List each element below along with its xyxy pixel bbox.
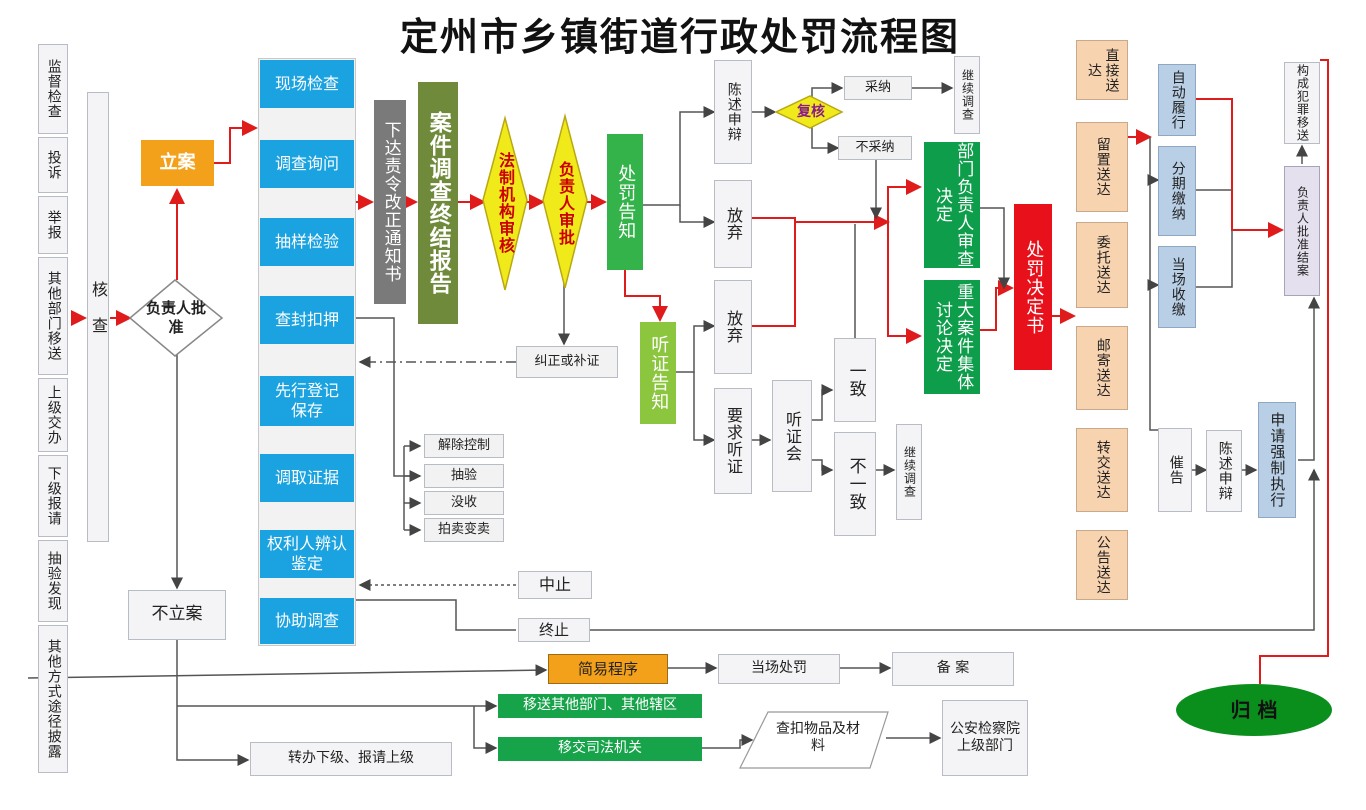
head-review-diamond <box>542 113 588 289</box>
seizure-release: 解除控制 <box>424 434 504 458</box>
seizure-confiscate: 没收 <box>424 491 504 515</box>
enforce-box: 申请强制执行 <box>1258 402 1296 518</box>
case-report-box: 案件调查终结报告 <box>418 82 458 324</box>
statement2-box: 陈述申辩 <box>1206 430 1242 512</box>
agree-box: 一致 <box>834 338 876 422</box>
recheck-diamond <box>774 95 844 129</box>
inv-seizure: 查封扣押 <box>260 296 354 344</box>
major-case-box: 重大案件集体讨论决定 <box>924 280 980 394</box>
page-title: 定州市乡镇街道行政处罚流程图 <box>399 14 960 59</box>
disagree-box: 不一致 <box>834 432 876 536</box>
inv-identify: 权利人辨认鉴定 <box>260 530 354 578</box>
recheck-label: 复核 <box>797 104 825 121</box>
hearing-notice-box: 听证告知 <box>640 322 676 424</box>
exec-onsite: 当场收缴 <box>1158 246 1196 328</box>
bulian-box: 不立案 <box>128 590 226 640</box>
correct-box: 纠正或补证 <box>516 346 618 378</box>
waive-box-2: 放弃 <box>714 280 752 374</box>
delivery-mail: 邮寄送达 <box>1076 326 1128 410</box>
terminate-box: 终止 <box>518 618 590 642</box>
head-review-label: 负责人审批 <box>556 160 575 246</box>
not-adopt-box: 不采纳 <box>838 136 912 160</box>
simple-procedure-box: 简易程序 <box>548 654 668 684</box>
delivery-entrust: 委托送达 <box>1076 222 1128 308</box>
order-notice-box: 下达责令改正通知书 <box>374 100 406 304</box>
source-subordinate: 下级报请 <box>38 455 68 537</box>
adopt-box: 采纳 <box>844 76 912 100</box>
police-box: 公安检察院上级部门 <box>942 700 1028 776</box>
source-other-dept: 其他部门移送 <box>38 257 68 375</box>
suspend-box: 中止 <box>518 571 592 599</box>
source-report: 举报 <box>38 196 68 254</box>
seizure-sampling: 抽验 <box>424 464 504 488</box>
delivery-direct: 直接送达 <box>1076 40 1128 100</box>
seizure-auction: 拍卖变卖 <box>424 518 504 542</box>
dept-decision-box: 部门负责人审查决定 <box>924 142 980 268</box>
legal-review-diamond <box>482 115 528 291</box>
decision-doc-box: 处罚决定书 <box>1014 204 1052 370</box>
inv-sampling: 抽样检验 <box>260 218 354 266</box>
approve-label: 负责人批准 <box>145 299 206 336</box>
transfer-judicial-box: 移交司法机关 <box>498 737 702 761</box>
exec-auto: 自动履行 <box>1158 64 1196 136</box>
delivery-handover: 转交送达 <box>1076 428 1128 512</box>
inv-evidence: 调取证据 <box>260 454 354 502</box>
delivery-notice: 公告送达 <box>1076 530 1128 600</box>
inv-register: 先行登记保存 <box>260 376 354 426</box>
source-complaint: 投诉 <box>38 137 68 193</box>
seized-items-label: 查扣物品及材料 <box>776 720 860 755</box>
close-case-box: 负责人批准结案 <box>1284 166 1320 296</box>
continue-box-2: 继续调查 <box>896 424 922 520</box>
seized-parallelogram <box>739 711 889 769</box>
request-hearing-box: 要求听证 <box>714 388 752 494</box>
onsite-penalty-box: 当场处罚 <box>718 654 840 684</box>
source-superior: 上级交办 <box>38 378 68 452</box>
archive-ellipse <box>1176 684 1332 736</box>
archive-label: 归 档 <box>1230 697 1278 722</box>
statement-box: 陈述申辩 <box>714 60 752 164</box>
waive-box-1: 放弃 <box>714 180 752 268</box>
source-other-ways: 其他方式途径披露 <box>38 625 68 773</box>
record-box: 备 案 <box>892 652 1014 686</box>
penalty-notice-box: 处罚告知 <box>607 134 643 270</box>
approve-diamond <box>128 279 224 357</box>
crime-box: 构成犯罪移送 <box>1284 62 1320 144</box>
source-supervision: 监督检查 <box>38 44 68 134</box>
inv-assist: 协助调查 <box>260 598 354 644</box>
forward-box: 转办下级、报请上级 <box>250 742 452 776</box>
delivery-retain: 留置送达 <box>1076 122 1128 212</box>
source-sampling: 抽验发现 <box>38 540 68 622</box>
transfer-other-box: 移送其他部门、其他辖区 <box>498 694 702 718</box>
continue-box-1: 继续调查 <box>954 56 980 134</box>
lian-box: 立案 <box>141 140 214 186</box>
hearing-box: 听证会 <box>772 380 812 492</box>
urge-box: 催告 <box>1158 428 1192 512</box>
inv-onsite: 现场检查 <box>260 60 354 108</box>
inv-inquiry: 调查询问 <box>260 140 354 188</box>
legal-review-label: 法制机构审核 <box>496 152 515 254</box>
exec-installment: 分期缴纳 <box>1158 146 1196 236</box>
verify-box: 核查 <box>87 92 109 542</box>
